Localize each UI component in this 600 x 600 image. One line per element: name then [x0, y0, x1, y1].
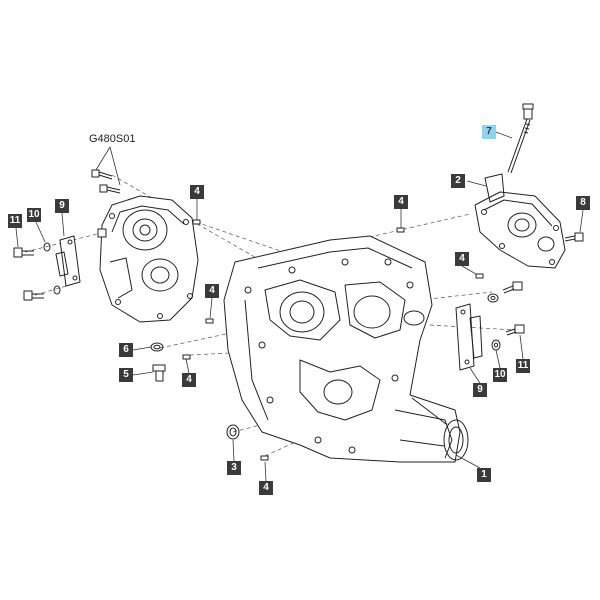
- washer-right-lower[interactable]: [491, 339, 501, 351]
- callout-11-b[interactable]: 11: [516, 359, 530, 373]
- callout-6[interactable]: 6: [119, 343, 133, 357]
- callout-4-f[interactable]: 4: [259, 481, 273, 495]
- callout-4-d[interactable]: 4: [205, 284, 219, 298]
- dowel-pin-1[interactable]: [192, 219, 201, 225]
- callout-9-a[interactable]: 9: [55, 199, 69, 213]
- group-code-label: G480S01: [89, 133, 136, 145]
- washer-right-upper[interactable]: [487, 293, 499, 303]
- transmission-housing[interactable]: [223, 235, 469, 463]
- dowel-pin-4[interactable]: [205, 318, 214, 324]
- bolt-right-upper[interactable]: [502, 281, 523, 294]
- callout-2[interactable]: 2: [451, 174, 465, 188]
- bolt-right-lower[interactable]: [505, 324, 525, 336]
- callout-4-c[interactable]: 4: [455, 252, 469, 266]
- washer-left-lower[interactable]: [53, 285, 61, 295]
- bolt-top-left[interactable]: [91, 169, 121, 194]
- callout-3[interactable]: 3: [227, 461, 241, 475]
- callout-11-a[interactable]: 11: [8, 214, 22, 228]
- callout-5[interactable]: 5: [119, 368, 133, 382]
- callout-1[interactable]: 1: [477, 468, 491, 482]
- o-ring[interactable]: [226, 424, 240, 440]
- callout-9-b[interactable]: 9: [473, 383, 487, 397]
- bracket-left[interactable]: [55, 235, 81, 287]
- left-side-cover[interactable]: [99, 195, 199, 323]
- dowel-pin-2[interactable]: [396, 227, 405, 233]
- seal-ring[interactable]: [150, 342, 164, 352]
- bolt-right-cover[interactable]: [564, 232, 584, 242]
- dowel-pin-5[interactable]: [182, 354, 191, 360]
- callout-10-b[interactable]: 10: [493, 368, 507, 382]
- drain-plug[interactable]: [152, 364, 166, 382]
- bracket-right[interactable]: [455, 303, 483, 371]
- callout-4-a[interactable]: 4: [190, 185, 204, 199]
- right-side-cover[interactable]: [474, 173, 566, 269]
- bolt-cover-left[interactable]: [97, 228, 107, 238]
- leader-lines: [15, 131, 584, 482]
- dowel-pin-3[interactable]: [475, 273, 484, 279]
- callout-10-a[interactable]: 10: [27, 208, 41, 222]
- callout-8[interactable]: 8: [576, 196, 590, 210]
- dipstick[interactable]: [507, 103, 534, 174]
- callout-4-e[interactable]: 4: [182, 373, 196, 387]
- bolt-left-upper[interactable]: [13, 247, 34, 258]
- bolt-left-lower[interactable]: [23, 290, 44, 301]
- callout-4-b[interactable]: 4: [394, 195, 408, 209]
- dowel-pin-6[interactable]: [260, 455, 269, 461]
- callout-7-highlighted[interactable]: 7: [482, 125, 496, 139]
- washer-left-upper[interactable]: [43, 242, 51, 252]
